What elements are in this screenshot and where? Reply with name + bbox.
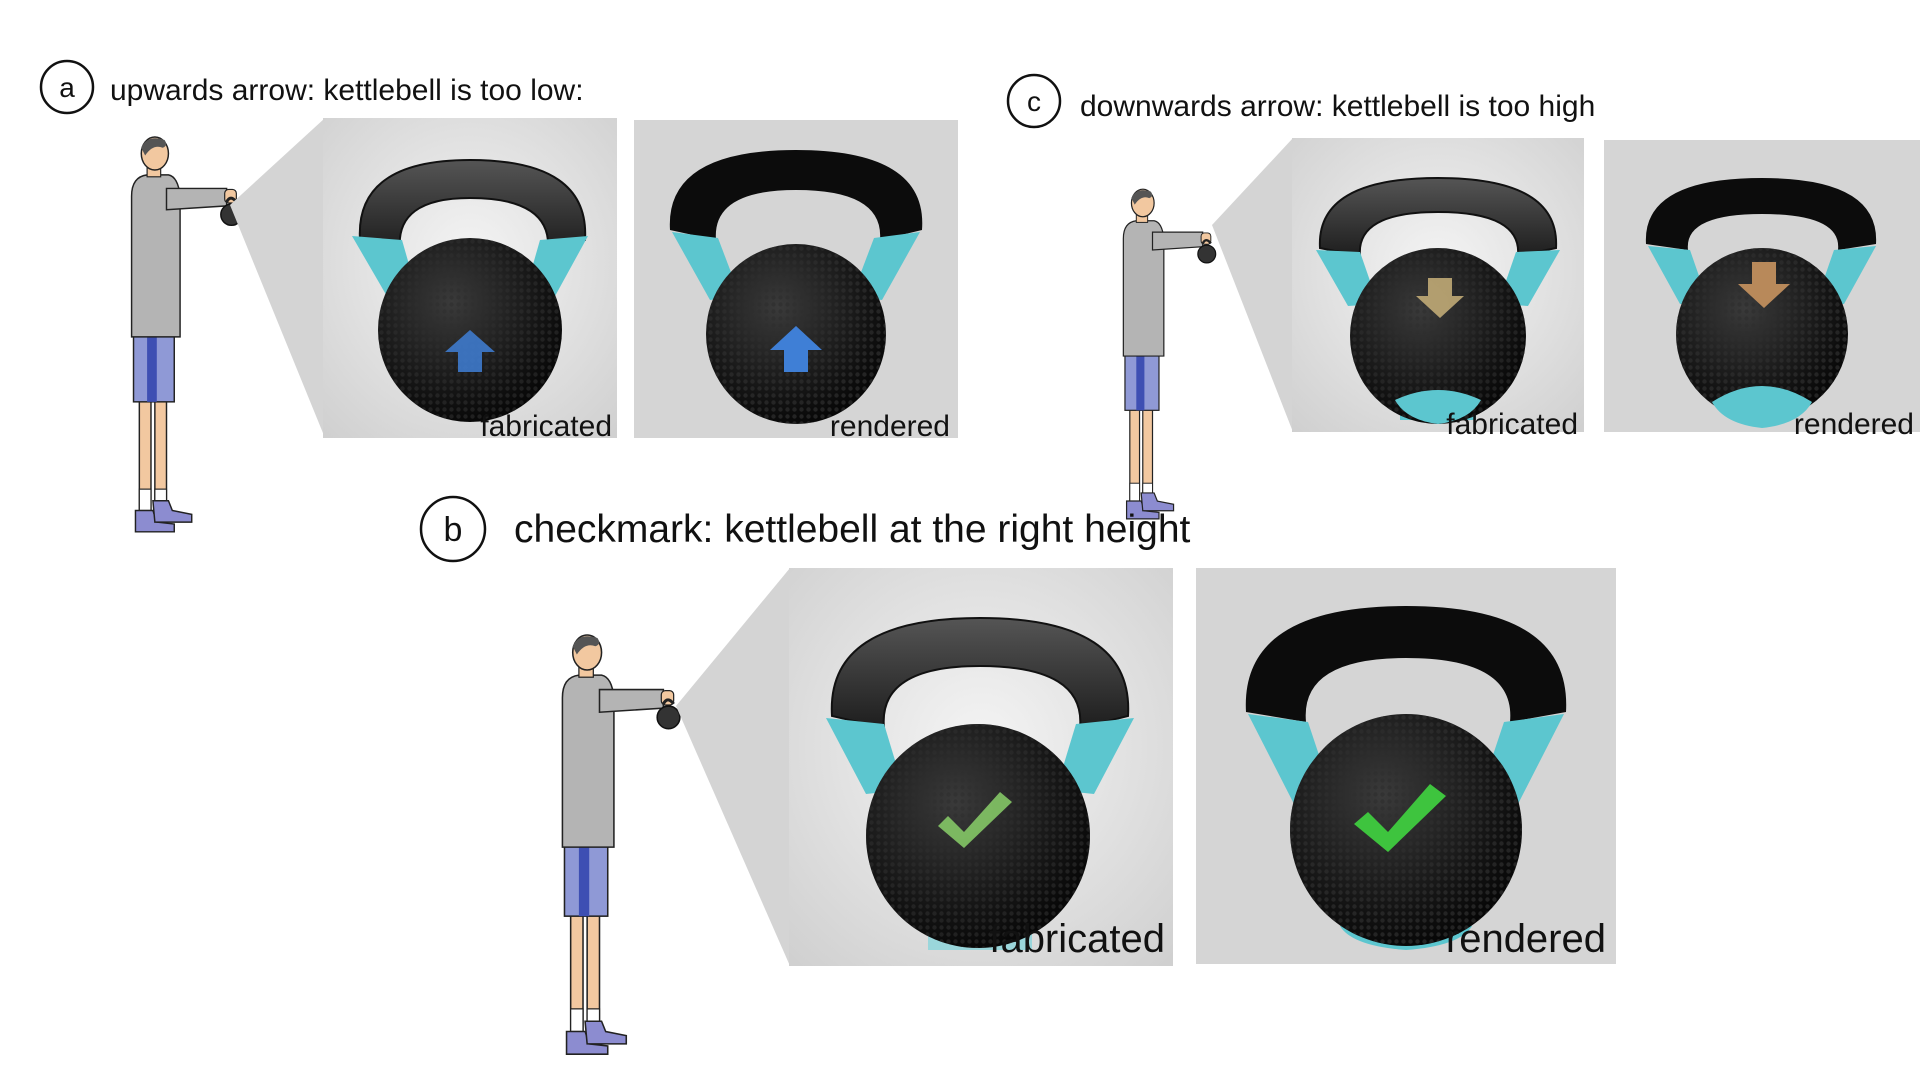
upwards-arrow-icon <box>445 330 495 372</box>
zoom-wedge <box>230 118 325 438</box>
fabricated-label: fabricated <box>480 410 612 443</box>
upwards-arrow-icon <box>770 326 822 372</box>
rendered-label: rendered <box>1446 917 1606 961</box>
panel-letter-circle <box>419 495 487 563</box>
fabricated-photo: fabricated <box>789 568 1173 966</box>
rendered-image: rendered <box>1196 568 1616 964</box>
panel-letter-circle <box>1006 73 1062 129</box>
zoom-wedge <box>676 568 790 966</box>
panel-letter: c <box>1027 86 1041 117</box>
panel-a: a upwards arrow: kettlebell is too low: … <box>39 59 958 534</box>
panel-caption: upwards arrow: kettlebell is too low: <box>110 74 584 107</box>
panel-letter: a <box>59 72 75 103</box>
panel-letter: b <box>444 511 463 549</box>
checkmark-icon <box>1354 784 1446 852</box>
panel-letter-circle <box>39 59 95 115</box>
person-figure <box>130 135 244 534</box>
panel-caption: downwards arrow: kettlebell is too high <box>1080 90 1595 123</box>
fabricated-photo: fabricated <box>1292 138 1584 441</box>
checkmark-icon <box>938 792 1012 848</box>
fabricated-label: fabricated <box>989 917 1165 961</box>
zoom-wedge <box>1212 138 1293 432</box>
rendered-image: rendered <box>634 120 958 443</box>
rendered-label: rendered <box>830 410 950 443</box>
fabricated-label: fabricated <box>1446 408 1578 441</box>
downwards-arrow-icon <box>1416 278 1464 318</box>
panel-b: b checkmark: kettlebell at the right hei… <box>419 495 1616 1056</box>
fabricated-photo: fabricated <box>323 118 617 443</box>
panel-c: c downwards arrow: kettlebell is too hig… <box>1006 73 1920 521</box>
rendered-label: rendered <box>1794 408 1914 441</box>
person-figure <box>1122 187 1217 521</box>
person-figure <box>560 633 682 1056</box>
downwards-arrow-icon <box>1738 262 1790 308</box>
rendered-image: rendered <box>1604 140 1920 441</box>
panel-caption: checkmark: kettlebell at the right heigh… <box>514 508 1191 551</box>
